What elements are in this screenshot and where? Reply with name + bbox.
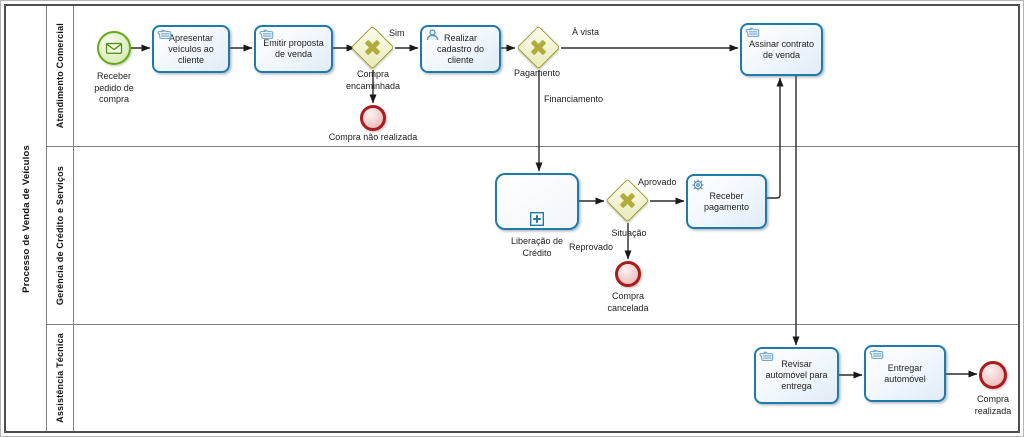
plus-box-icon [529, 211, 545, 227]
task-apresentar-veiculos[interactable]: Apresentar veículos ao cliente [152, 25, 230, 73]
gateway-pagamento[interactable] [516, 25, 561, 70]
end-event-compra-cancelada[interactable] [615, 261, 641, 287]
task-realizar-cadastro[interactable]: Realizar cadastro do cliente [420, 25, 501, 73]
task-label: Emitir proposta de venda [263, 38, 324, 59]
end-event-label: Compra não realizada [328, 132, 418, 142]
start-event-label: Receber pedido de compra [94, 71, 134, 104]
gateway-label: Compra encaminhada [345, 69, 401, 91]
task-label: Receber pagamento [703, 190, 750, 212]
hand-icon [259, 29, 274, 41]
pool-title-cell: Processo de Venda de Veículos [6, 6, 47, 431]
flow-label-a-vista: À vista [572, 27, 600, 37]
lane-label-cell: Atendimento Comercial [47, 6, 74, 146]
task-label: Revisar automóvel para entrega [765, 359, 828, 391]
person-icon [425, 29, 440, 41]
flow-label-aprovado: Aprovado [638, 177, 677, 187]
gateway-label: Pagamento [513, 68, 561, 78]
hand-icon [157, 29, 172, 41]
task-assinar-contrato[interactable]: Assinar contrato de venda [740, 23, 823, 76]
gateway-compra-encaminhada[interactable] [350, 25, 395, 70]
task-label: Entregar automóvel [884, 362, 926, 384]
task-entregar-automovel[interactable]: Entregar automóvel [864, 345, 946, 402]
task-emitir-proposta[interactable]: Emitir proposta de venda [254, 25, 333, 73]
lane-assistencia-tecnica: Assistência Técnica [47, 324, 1018, 431]
task-label: Apresentar veículos ao cliente [168, 32, 214, 65]
lane-label-cell: Gerência de Crédito e Serviços [47, 147, 74, 324]
task-label: Assinar contrato de venda [748, 38, 815, 60]
lane-label-cell: Assistência Técnica [47, 325, 74, 431]
end-event-label: Compra cancelada [607, 291, 649, 313]
task-label: Realizar cadastro do cliente [436, 32, 485, 65]
lane-gerencia-credito-servicos: Gerência de Crédito e Serviços [47, 146, 1018, 324]
hand-icon [759, 351, 774, 363]
flow-label-sim: Sim [389, 28, 405, 38]
subprocess-liberacao-credito[interactable] [495, 173, 579, 230]
envelope-icon [105, 41, 123, 55]
hand-icon [869, 349, 884, 361]
flow-label-financiamento: Financiamento [544, 94, 604, 104]
task-receber-pagamento[interactable]: Receber pagamento [686, 174, 767, 229]
task-revisar-automovel[interactable]: Revisar automóvel para entrega [754, 347, 839, 404]
gear-icon [691, 178, 705, 192]
subprocess-label: Liberação de Crédito [510, 236, 564, 258]
gateway-label: Situação [611, 228, 647, 238]
lane-atendimento-comercial: Atendimento Comercial [47, 6, 1018, 146]
lanes-container: Atendimento Comercial Gerência de Crédit… [47, 6, 1018, 431]
flow-label-reprovado: Reprovado [569, 242, 614, 252]
end-event-compra-nao-realizada[interactable] [360, 105, 386, 131]
hand-icon [745, 27, 760, 39]
end-event-label: Compra realizada [974, 394, 1012, 416]
start-event-receber-pedido[interactable] [97, 31, 131, 65]
end-event-compra-realizada[interactable] [979, 361, 1007, 389]
